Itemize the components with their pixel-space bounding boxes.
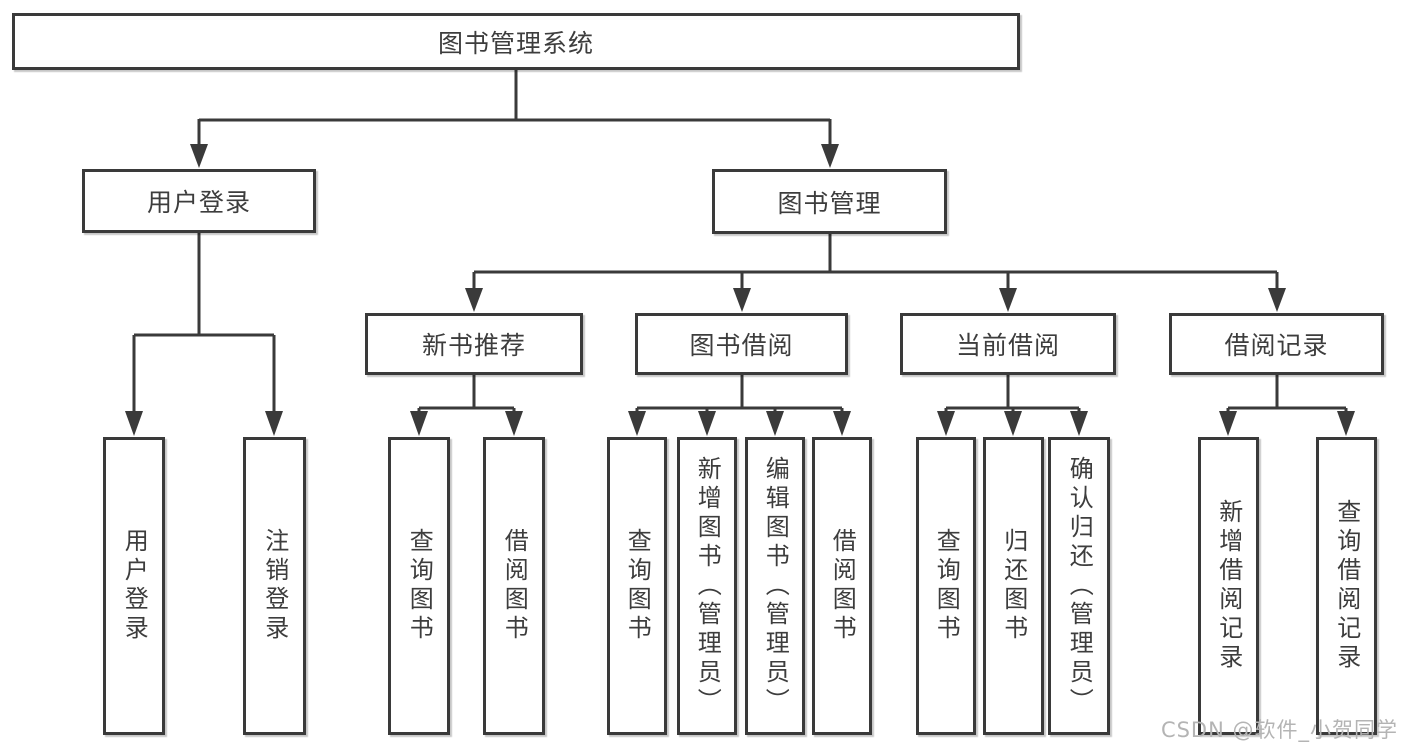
node-new-book-recommend: 新书推荐 [365,313,583,375]
node-label: 查询图书 [623,528,652,644]
node-label: 新增借阅记录 [1214,499,1243,673]
node-label: 查询借阅记录 [1332,499,1361,673]
leaf-query-books-borrow: 查询图书 [607,437,667,735]
leaf-add-books-admin: 新增图书（管理员） [677,437,737,735]
leaf-query-books-recommend: 查询图书 [388,437,450,735]
csdn-watermark: CSDN @软件_小贺同学 [1160,718,1398,742]
leaf-edit-books-admin: 编辑图书（管理员） [745,437,805,735]
node-current-borrow: 当前借阅 [900,313,1116,375]
node-label: 查询图书 [932,528,961,644]
node-borrow-records: 借阅记录 [1169,313,1384,375]
node-label: 当前借阅 [955,331,1060,360]
node-label: 借阅图书 [828,528,857,644]
node-label: 借阅记录 [1224,331,1329,360]
node-label: 新书推荐 [421,331,526,360]
node-label: 确认归还（管理员） [1065,455,1094,717]
node-label: 用户登录 [146,188,251,217]
node-label: 编辑图书（管理员） [761,455,790,717]
node-label: 新增图书（管理员） [693,455,722,717]
leaf-return-books: 归还图书 [983,437,1044,735]
node-label: 图书管理 [777,188,882,218]
leaf-borrow-books: 借阅图书 [812,437,872,735]
leaf-borrow-books-recommend: 借阅图书 [483,437,545,735]
node-label: 用户登录 [120,528,149,644]
node-label: 借阅图书 [500,528,529,644]
node-label: 注销登录 [260,528,289,644]
node-label: 归还图书 [999,528,1028,644]
node-label: 图书管理系统 [437,28,594,58]
leaf-logout: 注销登录 [243,437,306,735]
leaf-add-borrow-record: 新增借阅记录 [1198,437,1259,735]
leaf-query-borrow-record: 查询借阅记录 [1316,437,1377,735]
leaf-query-books-current: 查询图书 [916,437,976,735]
node-user-login-group: 用户登录 [82,169,316,233]
node-label: 图书借阅 [689,331,794,360]
node-label: 查询图书 [405,528,434,644]
node-book-borrow: 图书借阅 [635,313,848,375]
node-system-root: 图书管理系统 [12,13,1020,70]
leaf-user-login: 用户登录 [103,437,165,735]
node-book-management: 图书管理 [712,169,947,234]
leaf-confirm-return-admin: 确认归还（管理员） [1048,437,1110,735]
